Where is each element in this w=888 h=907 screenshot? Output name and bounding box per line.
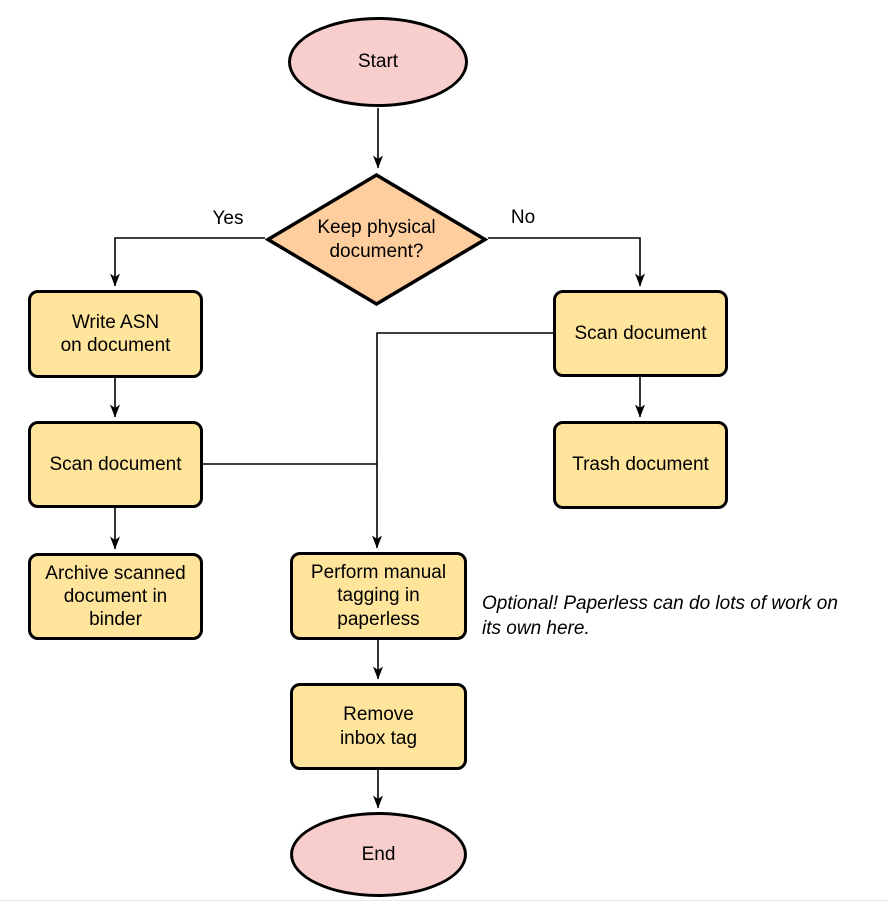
edge-decision-scan-right	[488, 237, 645, 287]
process-node-label: Write ASN on document	[60, 311, 171, 356]
edge-decision-write-asn	[110, 237, 265, 287]
process-node-archive-scanned-document: Archive scanned document in binder	[28, 553, 203, 640]
start-node: Start	[288, 17, 468, 107]
process-node-label: Remove inbox tag	[339, 704, 418, 749]
process-node-remove-inbox-tag: Remove inbox tag	[290, 683, 467, 770]
edge-scan-right-perform	[372, 332, 553, 549]
end-node: End	[290, 812, 467, 897]
process-node-label: Trash document	[572, 454, 709, 476]
process-node-label: Archive scanned document in binder	[45, 562, 186, 631]
annotation-optional-paperless: Optional! Paperless can do lots of work …	[482, 593, 838, 639]
end-node-label: End	[361, 843, 396, 865]
process-node-perform-manual-tagging: Perform manual tagging in paperless	[290, 552, 467, 640]
edge-label-yes: Yes	[212, 208, 244, 229]
process-node-label: Perform manual tagging in paperless	[310, 562, 447, 630]
decision-node-label: Keep physical document?	[317, 217, 436, 262]
process-node-trash-document: Trash document	[553, 421, 728, 509]
decision-node-keep-physical-document: Keep physical document?	[265, 172, 488, 307]
process-node-write-asn: Write ASN on document	[28, 290, 203, 378]
process-node-label: Scan document	[49, 453, 182, 475]
start-node-label: Start	[357, 51, 399, 73]
edge-label-no: No	[510, 207, 536, 228]
process-node-scan-document-left: Scan document	[28, 421, 203, 508]
process-node-label: Scan document	[574, 322, 707, 344]
process-node-scan-document-right: Scan document	[553, 290, 728, 377]
bottom-divider	[0, 900, 888, 901]
diamond-shape	[265, 172, 488, 307]
